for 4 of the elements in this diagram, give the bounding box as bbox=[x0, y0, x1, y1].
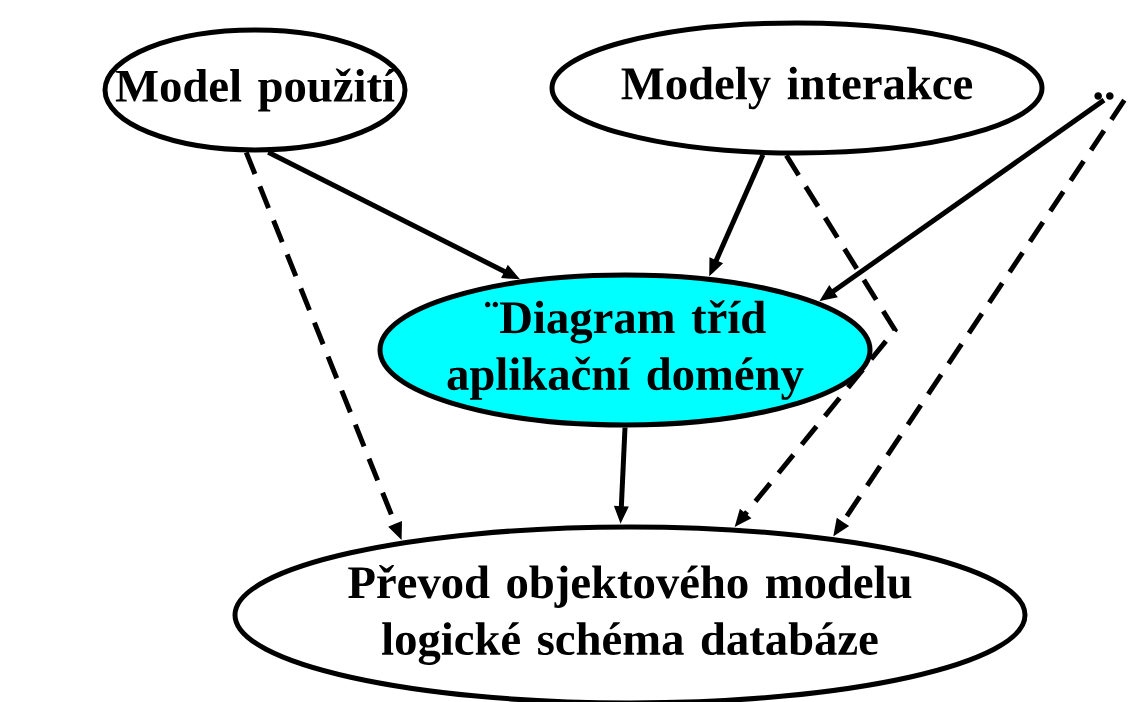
ellipse-node: ¨Diagram tříd aplikační domény bbox=[377, 272, 873, 428]
ellipse-node: Modely interakce bbox=[549, 20, 1045, 156]
ellipsis-text: .. bbox=[1094, 92, 1114, 100]
ellipse-node: Model použití bbox=[102, 27, 408, 153]
